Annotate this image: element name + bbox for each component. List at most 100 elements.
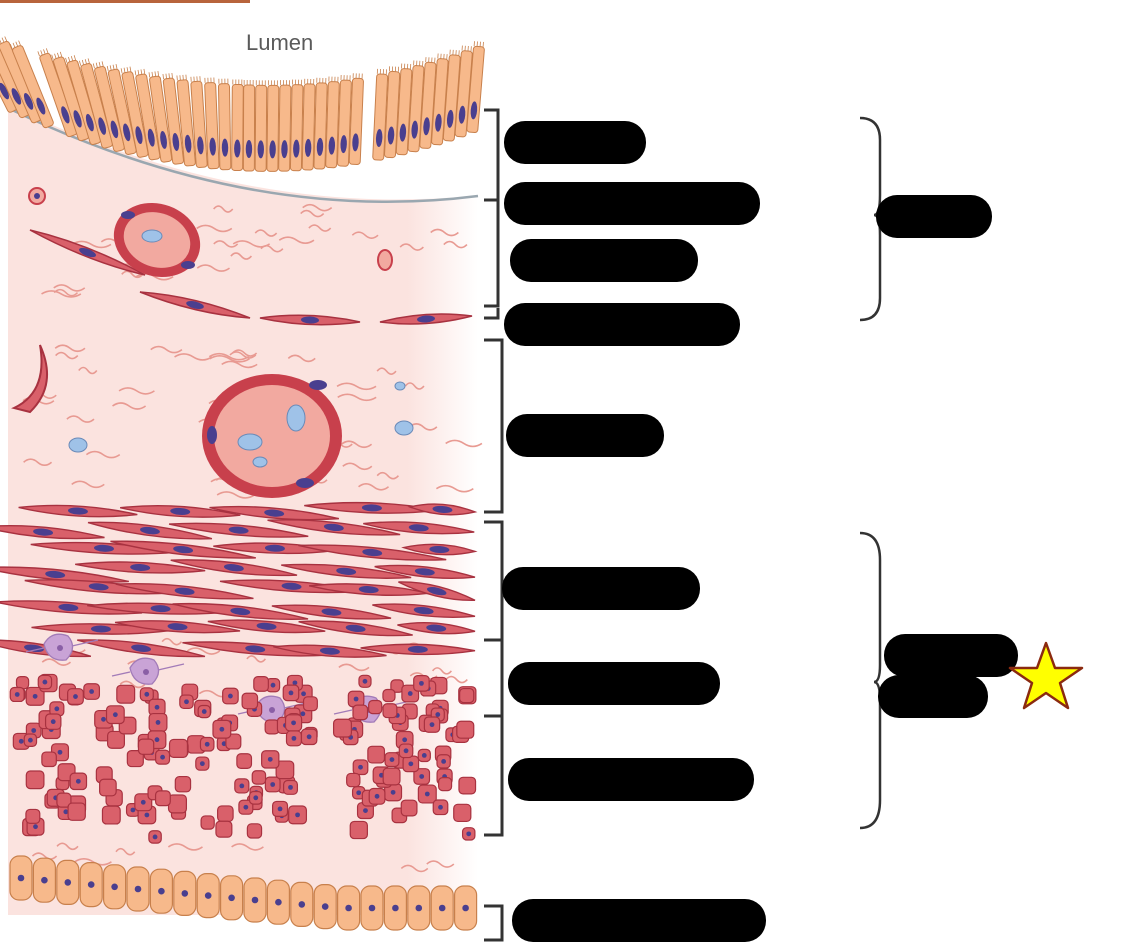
- epithelial-nucleus: [147, 128, 155, 147]
- smooth-muscle-nucleus: [256, 622, 277, 630]
- epithelial-nucleus: [458, 105, 466, 124]
- redacted-label-2: [504, 182, 760, 225]
- circular-muscle-cell: [25, 808, 41, 824]
- fiber: [230, 252, 253, 260]
- redacted-label-8: [508, 758, 754, 801]
- microvilli: [9, 40, 21, 49]
- microvilli: [352, 73, 363, 79]
- microvilli: [148, 71, 160, 78]
- circular-muscle-nucleus: [389, 757, 395, 762]
- circular-muscle-cell: [167, 794, 188, 814]
- fiber: [435, 484, 474, 493]
- microvilli: [134, 68, 146, 76]
- microvilli: [65, 55, 76, 63]
- circular-muscle-nucleus: [292, 680, 298, 686]
- circular-muscle-cell: [332, 718, 352, 738]
- epithelial-nucleus: [23, 92, 34, 110]
- epithelial-cell-body: [217, 83, 232, 171]
- round-cell: [377, 249, 393, 271]
- fiber: [23, 458, 53, 467]
- bracket-longitudinal: [484, 520, 504, 642]
- circular-muscle-cell: [25, 770, 45, 790]
- fiber: [55, 351, 79, 360]
- circular-muscle-cell: [382, 767, 401, 786]
- serosa-nucleus: [275, 898, 282, 906]
- epithelial-cell: [325, 76, 340, 169]
- microvilli: [190, 76, 201, 82]
- epithelial-cell: [79, 58, 114, 149]
- epithelial-cell: [442, 49, 461, 142]
- submucosa-blood-vessel: [202, 374, 342, 498]
- smooth-muscle-nucleus: [45, 570, 66, 579]
- circular-muscle-cell: [174, 775, 192, 793]
- fiber: [338, 663, 370, 672]
- epithelial-cell: [190, 76, 208, 168]
- serosa-nucleus: [298, 901, 306, 908]
- fiber: [358, 482, 390, 491]
- mucosa-blood-vessel: [113, 202, 201, 278]
- fiber: [56, 842, 79, 851]
- epithelial-nucleus: [411, 120, 418, 139]
- circular-muscle-cell: [456, 720, 475, 739]
- fiber: [336, 382, 377, 391]
- smooth-muscle-nucleus: [58, 603, 79, 612]
- circular-muscle-cell: [241, 692, 259, 710]
- smooth-muscle-nucleus: [79, 247, 96, 258]
- smooth-muscle-nucleus: [414, 568, 435, 576]
- smooth-muscle-nucleus: [167, 623, 188, 631]
- circular-muscle-nucleus: [219, 726, 225, 732]
- redacted-label-3: [510, 239, 698, 282]
- circular-muscle-nucleus: [204, 741, 210, 747]
- brace-muscularis: [859, 531, 882, 830]
- epithelial-nucleus: [281, 140, 288, 159]
- serosa-nucleus: [228, 894, 235, 902]
- epithelial-nucleus: [387, 126, 395, 145]
- epithelial-nucleus: [269, 140, 276, 159]
- circular-muscle-nucleus: [221, 741, 227, 747]
- circular-muscle-nucleus: [424, 791, 430, 797]
- epithelial-cell: [395, 63, 413, 156]
- circular-muscle-cell: [438, 777, 453, 792]
- fiber: [278, 236, 315, 244]
- serosa-nucleus: [462, 904, 469, 912]
- epithelial-nucleus: [160, 131, 167, 149]
- fiber: [112, 402, 147, 410]
- circular-muscle-nucleus: [466, 831, 472, 837]
- circular-muscle-nucleus: [243, 804, 249, 810]
- fiber: [78, 366, 98, 375]
- smooth-muscle-nucleus: [140, 526, 160, 535]
- fiber: [246, 655, 267, 663]
- circular-muscle-cell: [225, 733, 242, 750]
- epithelial-nucleus: [209, 137, 216, 156]
- epithelial-nucleus: [61, 106, 70, 124]
- redacted-label-1: [504, 121, 646, 164]
- fiber: [399, 243, 424, 251]
- epithelial-cell: [348, 73, 364, 165]
- epithelial-nucleus: [328, 136, 336, 155]
- circular-muscle-nucleus: [419, 680, 424, 686]
- epithelial-nucleus: [304, 138, 312, 157]
- epithelial-nucleus: [446, 109, 454, 128]
- microvilli: [388, 66, 400, 72]
- fiber: [161, 637, 183, 646]
- serosa-nucleus: [368, 904, 376, 912]
- smooth-muscle-nucleus: [432, 505, 453, 514]
- circular-muscle-cell: [101, 805, 121, 825]
- round-cell-nucleus: [34, 193, 40, 199]
- circular-muscle-nucleus: [419, 774, 425, 779]
- bracket-circular: [484, 714, 504, 837]
- redacted-label-7: [508, 662, 720, 705]
- circular-muscle-nucleus: [363, 808, 368, 814]
- circular-muscle-nucleus: [374, 793, 380, 799]
- circular-muscle-nucleus: [295, 812, 300, 818]
- smooth-muscle-nucleus: [417, 315, 435, 323]
- fiber: [216, 491, 256, 499]
- fiber: [196, 264, 230, 272]
- circular-muscle-nucleus: [253, 795, 259, 801]
- microvilli: [304, 78, 315, 85]
- fiber: [229, 351, 257, 359]
- redacted-label-10: [876, 195, 992, 238]
- circular-muscle-nucleus: [33, 824, 38, 830]
- fiber: [231, 349, 258, 357]
